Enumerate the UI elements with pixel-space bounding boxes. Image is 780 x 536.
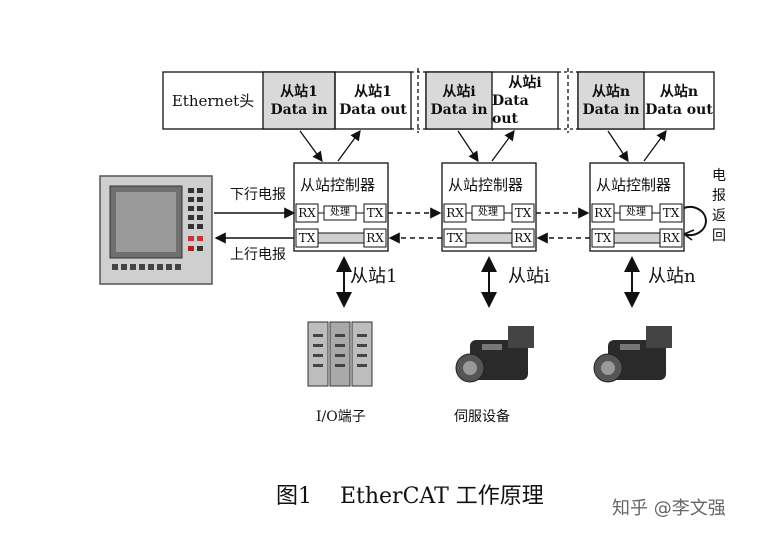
tx-port: TX: [366, 206, 384, 220]
process-block: 处理: [330, 207, 350, 218]
controller-internals: [295, 203, 683, 248]
tx-port: TX: [594, 231, 612, 245]
station-n-label: 从站n: [648, 266, 696, 287]
controller-title: 从站控制器: [300, 176, 376, 194]
device-links: [336, 256, 640, 308]
process-block: 处理: [478, 207, 498, 218]
servo-motor-icon: [593, 326, 672, 383]
tx-port: TX: [662, 206, 680, 220]
tx-port: TX: [298, 231, 316, 245]
controller-title: 从站控制器: [448, 176, 524, 194]
watermark: 知乎 @李文强: [612, 498, 726, 519]
rx-port: RX: [662, 231, 680, 245]
controller-title: 从站控制器: [596, 176, 672, 194]
master-pc: [99, 175, 213, 285]
io-terminal-label: I/O端子: [316, 409, 366, 425]
frame-header: Ethernet头: [171, 91, 255, 110]
tx-port: TX: [446, 231, 464, 245]
figure-caption: 图1 EtherCAT 工作原理: [276, 484, 544, 509]
process-block: 处理: [626, 207, 646, 218]
rx-port: RX: [514, 231, 532, 245]
rx-port: RX: [366, 231, 384, 245]
rx-port: RX: [298, 206, 316, 220]
return-loop-icon: [683, 206, 707, 241]
rx-port: RX: [594, 206, 612, 220]
ethernet-frame: [162, 68, 715, 133]
station-i-label: 从站i: [508, 266, 550, 287]
io-terminal-icon: [307, 321, 373, 387]
return-label: 电报返回: [712, 168, 726, 244]
upstream-label: 上行电报: [230, 247, 286, 263]
rx-port: RX: [446, 206, 464, 220]
frame-arrows: [299, 129, 667, 163]
station-1-label: 从站1: [350, 266, 398, 287]
bus-lines: [214, 207, 590, 244]
tx-port: TX: [514, 206, 532, 220]
servo-label: 伺服设备: [454, 409, 510, 425]
downstream-label: 下行电报: [230, 187, 286, 203]
servo-motor-icon: [455, 326, 534, 383]
